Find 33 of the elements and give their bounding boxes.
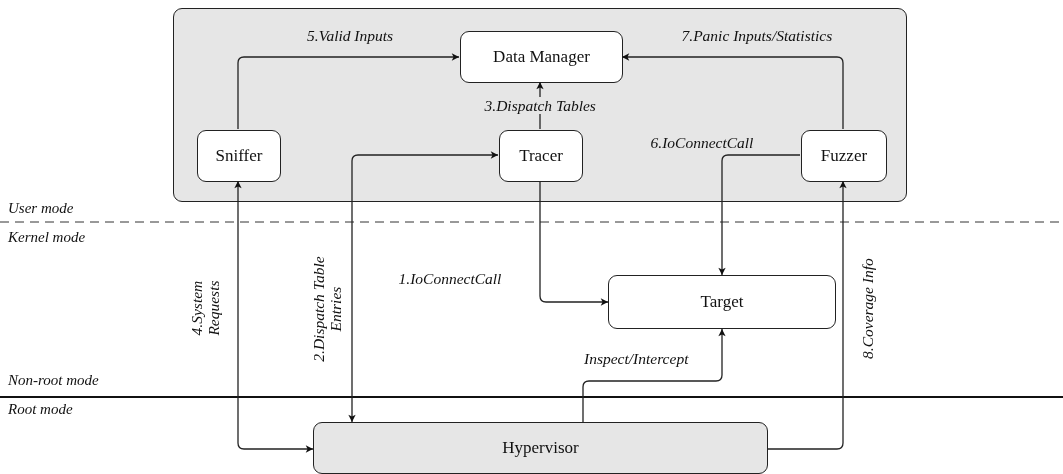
edge-label: Inspect/Intercept [584, 349, 689, 367]
node-label: Fuzzer [820, 146, 868, 166]
mode-label: Kernel mode [8, 229, 86, 246]
arrow [621, 53, 844, 130]
arrow [348, 151, 499, 423]
edge-label: 4.System Requests [187, 279, 223, 338]
edge-label: 1.IoConnectCall [398, 269, 502, 287]
process-box [460, 31, 623, 83]
arrow [582, 328, 726, 423]
node-label: Hypervisor [502, 438, 579, 458]
edge-label: 8.Coverage Info [858, 257, 876, 359]
mode-label: User mode [8, 200, 74, 217]
mode-label: Non-root mode [8, 372, 99, 389]
edge-label: 6.IoConnectCall [650, 133, 754, 151]
node-label: Tracer [519, 146, 563, 166]
process-box [499, 130, 583, 182]
process-box [313, 422, 768, 474]
edge-label: 2.Dispatch Table Entries [309, 255, 345, 364]
process-box [801, 130, 887, 182]
node-label: Data Manager [493, 47, 590, 67]
edge-label: 5.Valid Inputs [307, 26, 394, 44]
group-panel [173, 8, 907, 202]
arrow [718, 154, 801, 276]
edge-label: 7.Panic Inputs/Statistics [681, 26, 833, 44]
process-box [608, 275, 836, 329]
arrow [539, 180, 609, 306]
arrow [234, 180, 314, 453]
node-label: Sniffer [215, 146, 263, 166]
node-label: Target [700, 292, 744, 312]
arrow [767, 180, 847, 450]
mode-label: Root mode [8, 401, 73, 418]
arrow [237, 53, 460, 130]
process-box [197, 130, 281, 182]
